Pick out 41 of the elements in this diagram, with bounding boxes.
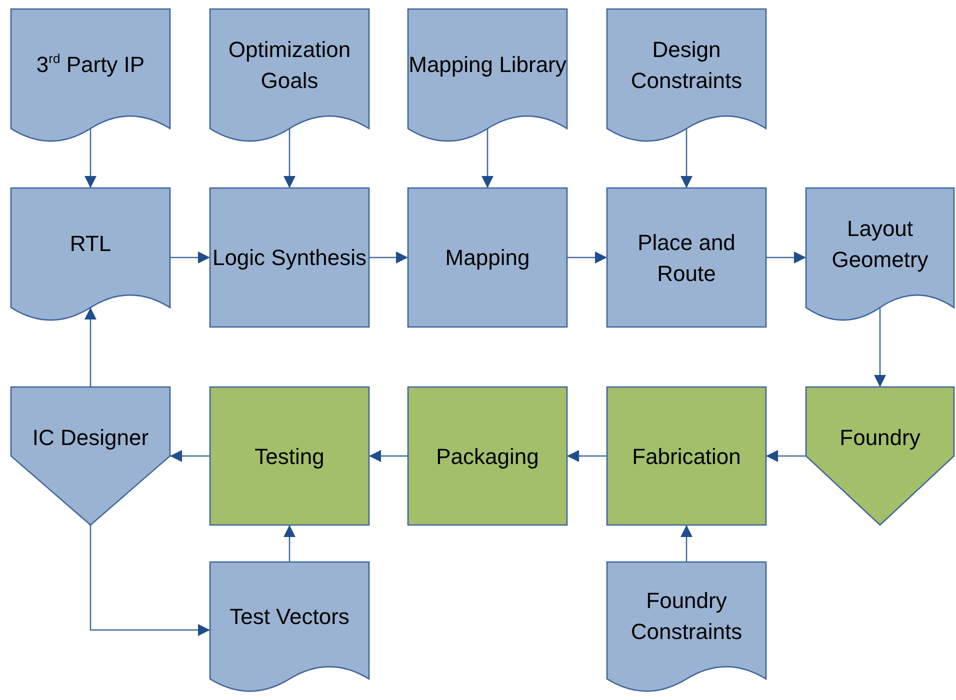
arrow [482, 128, 494, 188]
arrow [567, 252, 607, 264]
arrow [680, 525, 692, 562]
arrow [369, 252, 408, 264]
node-label: Fabrication [632, 442, 741, 470]
arrow [284, 525, 296, 562]
arrow [84, 308, 96, 387]
node-label: Optimization Goals [227, 36, 352, 95]
node-label: Packaging [436, 442, 539, 471]
arrow [170, 252, 210, 264]
off-page-connector [806, 387, 954, 525]
node-label: Testing [254, 442, 324, 471]
arrow [170, 450, 210, 462]
arrow [680, 128, 692, 188]
arrow [766, 450, 806, 462]
off-page-connector [11, 387, 170, 525]
arrow [84, 128, 96, 188]
arrow [90, 525, 210, 636]
node-label: Mapping [445, 244, 530, 272]
node-label: Layout Geometry [830, 214, 930, 274]
node-label: Foundry Constraints [630, 587, 744, 646]
process-box [210, 188, 369, 327]
node-label: Place and Route [636, 228, 736, 288]
process-box [408, 188, 567, 327]
node-label: 3$^{rd}$ Party IP [36, 50, 145, 80]
node-label: RTL [70, 230, 112, 258]
process-box [408, 387, 567, 525]
arrow [567, 450, 607, 462]
arrow [369, 450, 408, 462]
process-box [607, 188, 766, 327]
node-label: Design Constraints [630, 36, 744, 95]
node-label: Foundry [840, 424, 920, 452]
node-label: IC Designer [32, 424, 149, 452]
node-label: Test Vectors [230, 602, 350, 631]
arrow [874, 308, 886, 387]
process-box [607, 387, 766, 525]
node-label: Logic Synthesis [212, 244, 367, 272]
arrow [284, 128, 296, 188]
process-box [210, 387, 369, 525]
arrow [766, 252, 806, 264]
node-label: Mapping Library [408, 51, 566, 80]
